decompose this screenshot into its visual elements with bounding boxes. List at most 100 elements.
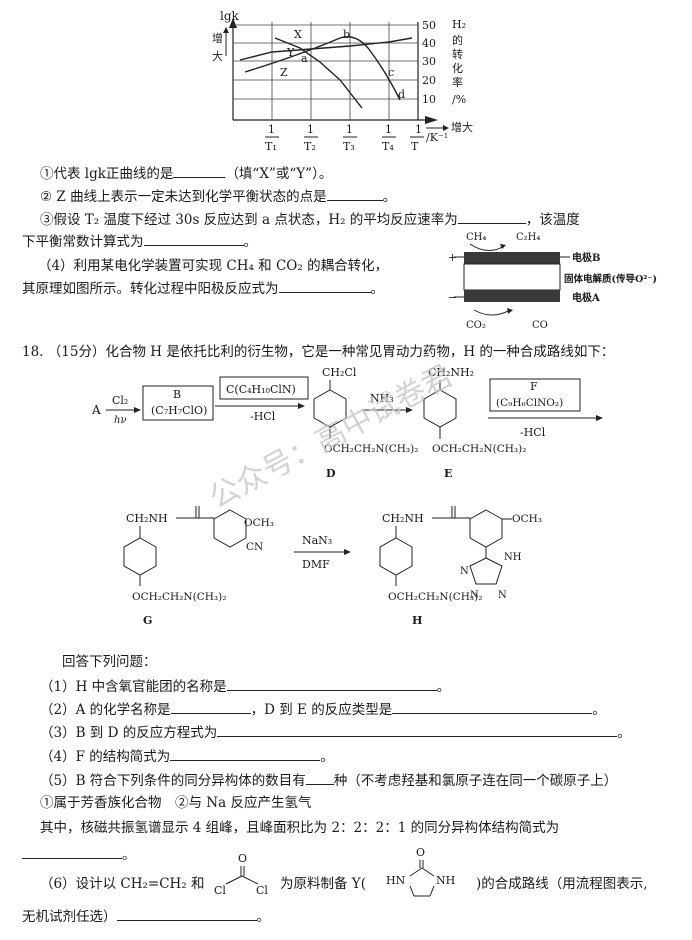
svg-text:Cl: Cl	[256, 884, 268, 897]
cell-c2h4: C₂H₄	[516, 232, 540, 243]
cell-electrode-b: 电极B	[572, 251, 600, 264]
electrochem-cell: CH₄ C₂H₄ + − 电极B 固体电解质(传导O²⁻) 电极A CO₂ CO	[448, 232, 657, 331]
right-tick: 20	[422, 74, 436, 87]
svg-text:/K⁻¹: /K⁻¹	[426, 131, 448, 144]
label-b: b	[343, 28, 350, 41]
svg-text:1: 1	[385, 123, 392, 136]
label-c: c	[388, 66, 394, 79]
compound-a: A	[91, 403, 101, 417]
q17-1: ①代表 lgk正曲线的是（填“X”或“Y”）。	[40, 166, 333, 182]
svg-text:Cl₂: Cl₂	[112, 394, 128, 407]
q18-6d: 无机试剂任选）。	[22, 909, 270, 925]
q17-2: ② Z 曲线上表示一定未达到化学平衡状态的点是。	[40, 189, 397, 205]
q17-3b: 下平衡常数计算式为。	[22, 234, 257, 250]
q17-4b: 其原理如图所示。转化过程中阳极反应式为。	[22, 281, 384, 297]
box-c	[219, 376, 309, 400]
svg-text:DMF: DMF	[302, 558, 330, 571]
x-ticks: 1T₁ 1T₂ 1T₃ 1T₄ 1T /K⁻¹	[265, 123, 448, 153]
q17-3a: ③假设 T₂ 温度下经过 30s 反应达到 a 点状态，H₂ 的平均反应速率为，…	[40, 212, 580, 228]
svg-text:率: 率	[452, 75, 463, 89]
svg-text:Cl: Cl	[214, 884, 226, 897]
svg-text:−: −	[448, 291, 457, 304]
svg-text:B: B	[173, 388, 181, 401]
svg-text:OCH₃: OCH₃	[512, 513, 542, 525]
q18-6a: （6）设计以 CH₂=CH₂ 和	[40, 876, 205, 892]
svg-text:O: O	[238, 852, 247, 865]
svg-text:1: 1	[268, 123, 275, 136]
box-f	[489, 378, 581, 412]
svg-text:T₃: T₃	[343, 140, 355, 153]
label-x: X	[294, 28, 302, 41]
svg-text:T₂: T₂	[304, 140, 316, 153]
structure-h: CH₂NH OCH₃ NH N N N OCH₂CH₂N(CH₃)₂ H	[379, 506, 542, 627]
svg-text:CN: CN	[246, 541, 263, 553]
svg-text:N: N	[460, 566, 469, 577]
svg-text:NH: NH	[504, 552, 522, 563]
svg-text:CH₂NH: CH₂NH	[382, 512, 424, 525]
kinetics-graph: X Y Z a b c d lgk 增 大 50 40 30 20 10 H₂ …	[212, 9, 473, 153]
right-unit: /%	[452, 93, 466, 106]
svg-text:T: T	[411, 140, 419, 153]
svg-text:OCH₂CH₂N(CH₃)₂: OCH₂CH₂N(CH₃)₂	[132, 591, 226, 603]
curve-y-lgk	[274, 37, 363, 109]
cell-ch4: CH₄	[466, 232, 486, 243]
cell-co: CO	[532, 320, 548, 331]
label-y: Y	[286, 46, 295, 59]
right-tick: 30	[422, 55, 436, 68]
cell-co2: CO₂	[466, 320, 486, 331]
svg-text:1: 1	[415, 123, 422, 136]
label-z: Z	[280, 66, 288, 79]
svg-text:OCH₂CH₂N(CH₃)₂: OCH₂CH₂N(CH₃)₂	[388, 591, 482, 603]
svg-text:大: 大	[212, 49, 223, 63]
imidazolidinone-structure: O HN NH	[386, 846, 455, 897]
svg-text:NaN₃: NaN₃	[302, 534, 332, 547]
svg-text:hν: hν	[114, 415, 127, 426]
structure-e: CH₂NH₂ OCH₂CH₂N(CH₃)₂ E	[423, 366, 526, 480]
svg-text:(C₇H₇ClO): (C₇H₇ClO)	[151, 404, 207, 417]
cell-electrolyte: 固体电解质(传导O²⁻)	[564, 273, 657, 285]
svg-text:H: H	[412, 614, 422, 627]
svg-text:E: E	[444, 467, 452, 480]
svg-text:-HCl: -HCl	[520, 426, 546, 439]
label-a: a	[301, 52, 308, 65]
svg-text:CH₂NH: CH₂NH	[126, 512, 168, 525]
box-b	[142, 385, 214, 421]
svg-text:+: +	[448, 251, 457, 264]
right-tick: 40	[422, 37, 436, 50]
svg-text:的: 的	[452, 33, 463, 47]
svg-text:T₁: T₁	[265, 140, 277, 153]
svg-text:O: O	[416, 846, 425, 859]
svg-text:NH: NH	[436, 874, 455, 887]
q17-4a: （4）利用某电化学装置可实现 CH₄ 和 CO₂ 的耦合转化，	[38, 258, 389, 274]
svg-text:N: N	[470, 590, 479, 601]
answer-intro: 回答下列问题：	[62, 654, 157, 670]
x-increase: 增大	[451, 120, 473, 134]
q18-4: （4）F 的结构简式为。	[40, 749, 334, 765]
svg-text:C(C₄H₁₀ClN): C(C₄H₁₀ClN)	[226, 383, 296, 396]
structure-d: CH₂Cl OCH₂CH₂N(CH₃)₂ D	[313, 366, 418, 480]
cell-electrode-a: 电极A	[572, 291, 600, 304]
svg-text:OCH₂CH₂N(CH₃)₂: OCH₂CH₂N(CH₃)₂	[432, 443, 526, 455]
svg-text:NH₃: NH₃	[370, 392, 394, 405]
electrolyte-layer	[463, 263, 561, 291]
right-tick: 10	[422, 93, 436, 106]
q18-2: （2）A 的化学名称是，D 到 E 的反应类型是。	[40, 702, 606, 718]
q18-1: （1）H 中含氧官能团的名称是。	[40, 679, 451, 695]
label-d: d	[398, 88, 405, 101]
svg-text:1: 1	[307, 123, 314, 136]
svg-text:化: 化	[452, 61, 463, 75]
svg-text:OCH₂CH₂N(CH₃)₂: OCH₂CH₂N(CH₃)₂	[324, 443, 418, 455]
svg-text:OCH₃: OCH₃	[244, 517, 274, 529]
right-tick: 50	[422, 19, 436, 32]
electrode-a-layer	[464, 290, 560, 302]
q18-5-end: 。	[22, 846, 136, 863]
phosgene-structure: O Cl Cl	[214, 852, 268, 897]
svg-text:(C₉H₆ClNO₂): (C₉H₆ClNO₂)	[496, 397, 563, 409]
y-left-label: lgk	[220, 9, 240, 23]
svg-text:D: D	[326, 467, 336, 480]
synthesis-scheme: A Cl₂ hν B (C₇H₇ClO) C(C₄H₁₀ClN) -HCl CH…	[91, 366, 603, 627]
q18-6b: 为原料制备 Y(	[280, 876, 366, 892]
svg-text:转: 转	[452, 47, 463, 61]
svg-text:-HCl: -HCl	[250, 410, 276, 423]
svg-text:CH₂NH₂: CH₂NH₂	[428, 366, 474, 379]
